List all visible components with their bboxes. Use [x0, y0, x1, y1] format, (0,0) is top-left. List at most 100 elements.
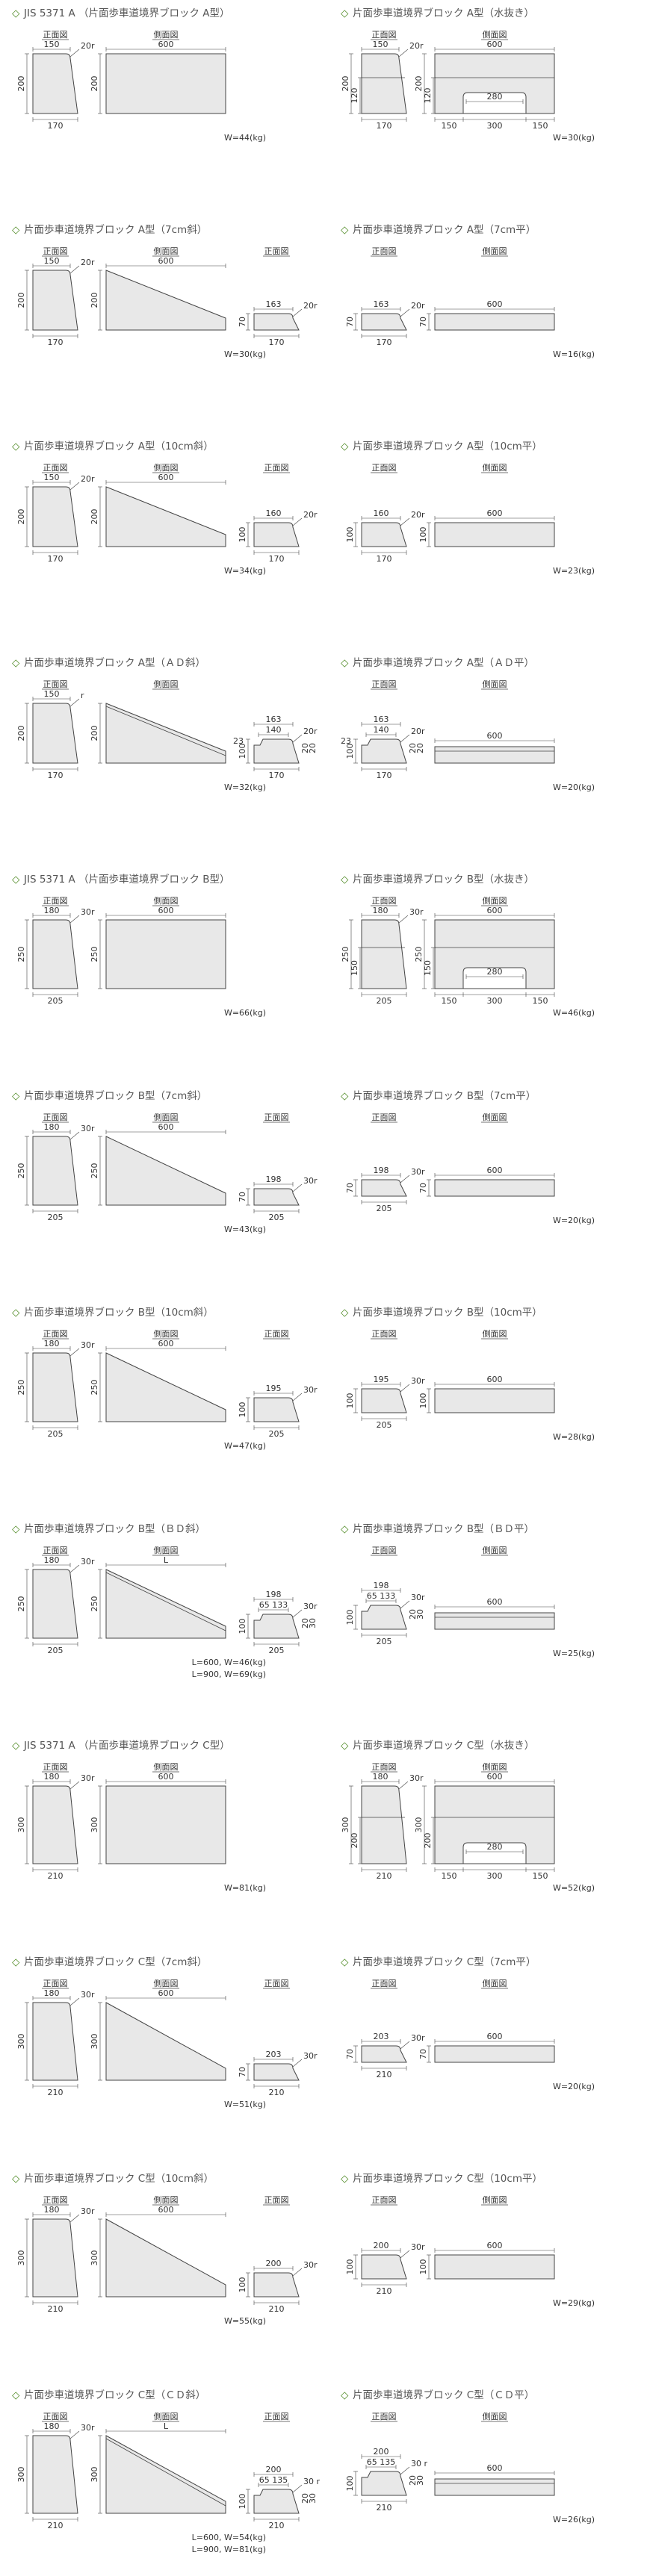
dimension-label: 200: [16, 293, 26, 308]
dimension-line: [400, 517, 410, 526]
view-label: 側面図: [154, 1546, 179, 1555]
dimension-label: 210: [269, 2521, 285, 2530]
radius-label: 20r: [303, 301, 318, 311]
dimension-line: [69, 2430, 80, 2439]
panel-title-mark: ◇: [12, 1956, 20, 1968]
panel-title: 片面歩車道境界ブロック B型（ＢＤ斜）: [24, 1522, 205, 1535]
product-panel: ◇片面歩車道境界ブロック A型（ＡＤ平）正面図16314010023202020…: [341, 656, 595, 792]
view-label: 側面図: [483, 1113, 507, 1122]
panel-title-mark: ◇: [12, 7, 20, 19]
dimension-line: [69, 698, 80, 707]
flat-outline: [434, 1179, 555, 1197]
low-outline: [253, 2272, 300, 2297]
dimension-label: 70: [418, 2049, 428, 2059]
dimension-label: 200: [90, 726, 99, 741]
dimension-label: 120: [423, 88, 433, 104]
dimension-label: 70: [345, 317, 355, 327]
dimension-label: 205: [269, 1429, 285, 1439]
low-outline: [361, 522, 407, 547]
radius-label: 20r: [411, 510, 425, 520]
dimension-label: 198: [266, 1590, 282, 1599]
dimension-line: [400, 1600, 410, 1609]
dimension-label: 100: [418, 1393, 428, 1409]
view-label: 正面図: [264, 463, 289, 473]
view-label: 正面図: [43, 896, 68, 906]
view-label: 正面図: [264, 2195, 289, 2205]
dimension-label: 600: [158, 2205, 174, 2215]
dimension-label: L: [164, 2421, 169, 2431]
weight-label: W=66(kg): [224, 1008, 266, 1018]
dimension-label: 20: [408, 2475, 418, 2486]
panel-title: 片面歩車道境界ブロック A型（ＡＤ平）: [353, 656, 534, 669]
dimension-line: [292, 517, 303, 526]
low-outline: [253, 2063, 300, 2081]
dimension-label: 200: [414, 76, 424, 92]
radius-label: 30r: [303, 1176, 318, 1186]
weight-label: W=43(kg): [224, 1225, 266, 1234]
dimension-label: 30: [308, 1618, 318, 1628]
dimension-label: 205: [377, 1637, 392, 1646]
dimension-label: 180: [373, 1772, 389, 1782]
dimension-line: [292, 1183, 303, 1192]
ad-outline: [361, 2471, 407, 2496]
view-label: 正面図: [372, 1329, 397, 1339]
ad-outline: [253, 1614, 300, 1639]
dimension-label: 150: [533, 121, 548, 131]
dimension-line: [69, 1564, 80, 1573]
dimension-label: 250: [16, 1380, 26, 1396]
product-panel: ◇片面歩車道境界ブロック A型（水抜き）正面図15012020020r170側面…: [341, 7, 595, 143]
slope-outline: [105, 1352, 226, 1422]
dimension-label: 150: [44, 473, 60, 482]
view-label: 側面図: [483, 30, 507, 40]
radius-label: 30 r: [303, 2477, 320, 2486]
radius-label: 30r: [303, 1602, 318, 1611]
view-label: 正面図: [372, 2412, 397, 2421]
panel-title-mark: ◇: [12, 2173, 20, 2185]
dimension-line: [292, 1393, 303, 1401]
dimension-label: 300: [90, 1817, 99, 1833]
panel-title: 片面歩車道境界ブロック B型（10cm平）: [353, 1306, 542, 1319]
dimension-label: 250: [16, 947, 26, 962]
dimension-label: 150: [44, 40, 60, 49]
panel-title-mark: ◇: [12, 2389, 20, 2401]
dimension-label: 205: [48, 1429, 64, 1439]
dimension-label: 600: [158, 1772, 174, 1782]
product-panel: ◇片面歩車道境界ブロック A型（10cm平）正面図16010020r170側面図…: [341, 440, 595, 576]
dimension-label: 70: [345, 1183, 355, 1193]
radius-label: 30r: [81, 1773, 95, 1783]
low-outline: [361, 2045, 407, 2063]
dimension-label: 200: [90, 293, 99, 308]
weight-label: W=28(kg): [553, 1432, 595, 1442]
radius-label: 30r: [303, 2051, 318, 2061]
radius-label: 30 r: [411, 2459, 427, 2468]
dimension-label: 65 133: [259, 1600, 288, 1610]
dimension-label: 200: [90, 509, 99, 525]
dimension-label: 300: [90, 2250, 99, 2266]
dimension-label: 30: [308, 2493, 318, 2504]
side-outline: [105, 53, 226, 114]
dimension-line: [69, 1997, 80, 2006]
dimension-line: [400, 2250, 410, 2259]
dimension-label: 200: [350, 1833, 359, 1849]
radius-label: r: [81, 691, 84, 700]
radius-label: 30r: [411, 2242, 425, 2252]
dimension-line: [69, 1131, 80, 1140]
dimension-label: 170: [48, 121, 64, 131]
dimension-label: 150: [44, 689, 60, 699]
